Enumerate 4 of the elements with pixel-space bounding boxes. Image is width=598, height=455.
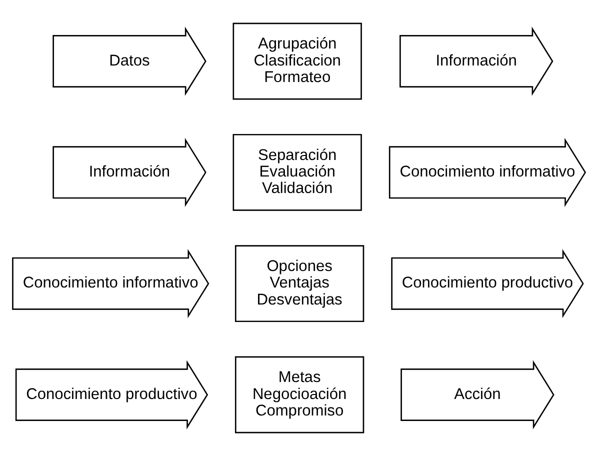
node-box: Separación Evaluación Validación — [232, 133, 362, 210]
node-box: Opciones Ventajas Desventajas — [234, 244, 364, 322]
node-box: Metas Negocioación Compromiso — [234, 356, 364, 433]
node-box: Agrupación Clasificacion Formateo — [232, 22, 362, 100]
